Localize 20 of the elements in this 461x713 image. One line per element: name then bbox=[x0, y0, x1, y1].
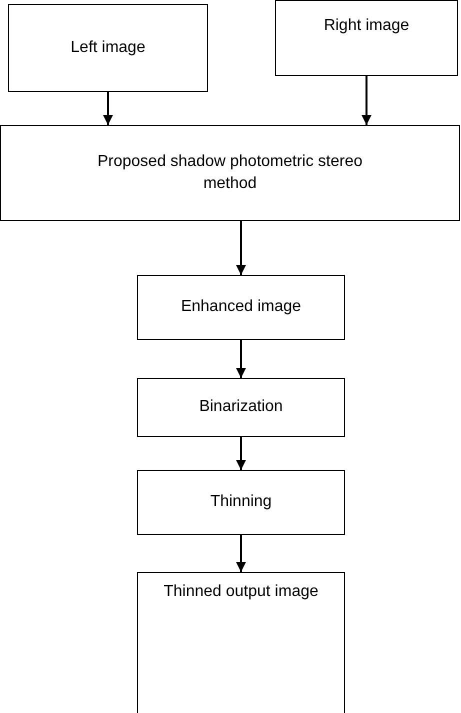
box-label: Thinned output image bbox=[164, 582, 318, 602]
box-label: Proposed shadow photometric stereo method bbox=[96, 152, 364, 194]
process-box bbox=[137, 572, 345, 713]
box-label: Right image bbox=[324, 16, 410, 36]
process-box bbox=[275, 0, 458, 76]
process-box bbox=[0, 125, 460, 221]
arrow bbox=[236, 535, 246, 572]
process-box bbox=[8, 4, 208, 92]
arrow bbox=[362, 76, 372, 125]
process-box bbox=[137, 275, 345, 340]
process-box bbox=[137, 378, 345, 437]
arrow bbox=[236, 437, 246, 470]
arrow bbox=[236, 221, 246, 275]
process-box bbox=[137, 470, 345, 535]
box-label: Left image bbox=[70, 38, 146, 58]
box-label: Enhanced image bbox=[180, 297, 302, 318]
box-label: Binarization bbox=[199, 397, 283, 418]
box-label: Thinning bbox=[210, 492, 272, 512]
arrow bbox=[236, 340, 246, 378]
arrow bbox=[103, 92, 113, 125]
